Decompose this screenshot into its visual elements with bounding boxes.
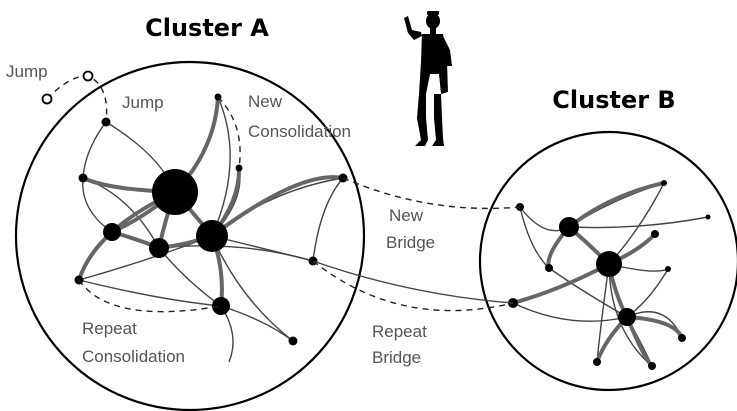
- person-silhouette-icon: [404, 11, 452, 146]
- node-a-medium-1: [103, 223, 121, 241]
- cluster-b-nodes: [508, 180, 711, 370]
- node-a-small-3: [78, 173, 88, 183]
- cluster-a-boundary: [14, 60, 366, 411]
- label-jump-inner: Jump: [122, 93, 164, 112]
- label-new-consolidation-line2: Consolidation: [248, 122, 351, 141]
- repeat-bridge-dashed-edge: [312, 260, 514, 312]
- label-jump-outer: Jump: [6, 62, 48, 81]
- label-new-bridge-line2: Bridge: [386, 233, 435, 252]
- new-consolidation-dashed-edge: [217, 96, 241, 169]
- node-b-small-4: [651, 230, 659, 238]
- node-b-hub: [596, 251, 622, 277]
- node-b-small-3: [705, 214, 711, 220]
- node-b-small-9: [648, 362, 656, 370]
- label-new-consolidation-line1: New: [248, 92, 283, 111]
- cluster-a-thin-edges: [78, 96, 344, 363]
- node-b-small-5: [545, 264, 553, 272]
- cluster-a-nodes: [74, 93, 348, 346]
- cluster-a-title: Cluster A: [145, 14, 269, 42]
- label-repeat-bridge-line2: Bridge: [372, 348, 421, 367]
- jump-dashed-edge: [46, 75, 108, 123]
- label-repeat-bridge-line1: Repeat: [372, 322, 427, 341]
- node-a-large: [196, 220, 228, 252]
- new-bridge-dashed-edge: [342, 177, 521, 210]
- node-b-medium-2: [618, 308, 636, 326]
- label-repeat-consolidation-line1: Repeat: [82, 319, 137, 338]
- repeat-consolidation-dashed-edge: [78, 279, 222, 313]
- node-a-small-4: [235, 164, 243, 172]
- node-b-small-2: [661, 180, 667, 186]
- existing-bridge-edge: [312, 260, 514, 304]
- label-repeat-consolidation-line2: Consolidation: [82, 347, 185, 366]
- node-a-medium-2: [149, 238, 169, 258]
- jump-node-1: [41, 93, 53, 105]
- label-new-bridge-line1: New: [389, 206, 424, 225]
- node-b-medium-1: [559, 217, 579, 237]
- jump-node-2: [82, 70, 94, 82]
- node-a-medium-3: [212, 297, 230, 315]
- node-b-small-6: [665, 266, 671, 272]
- node-b-small-10: [593, 358, 601, 366]
- node-a-hub: [152, 169, 198, 215]
- cluster-b-title: Cluster B: [552, 86, 675, 114]
- cluster-b-boundary: [478, 130, 737, 392]
- node-b-small-8: [678, 334, 686, 342]
- node-a-small-8: [288, 336, 298, 346]
